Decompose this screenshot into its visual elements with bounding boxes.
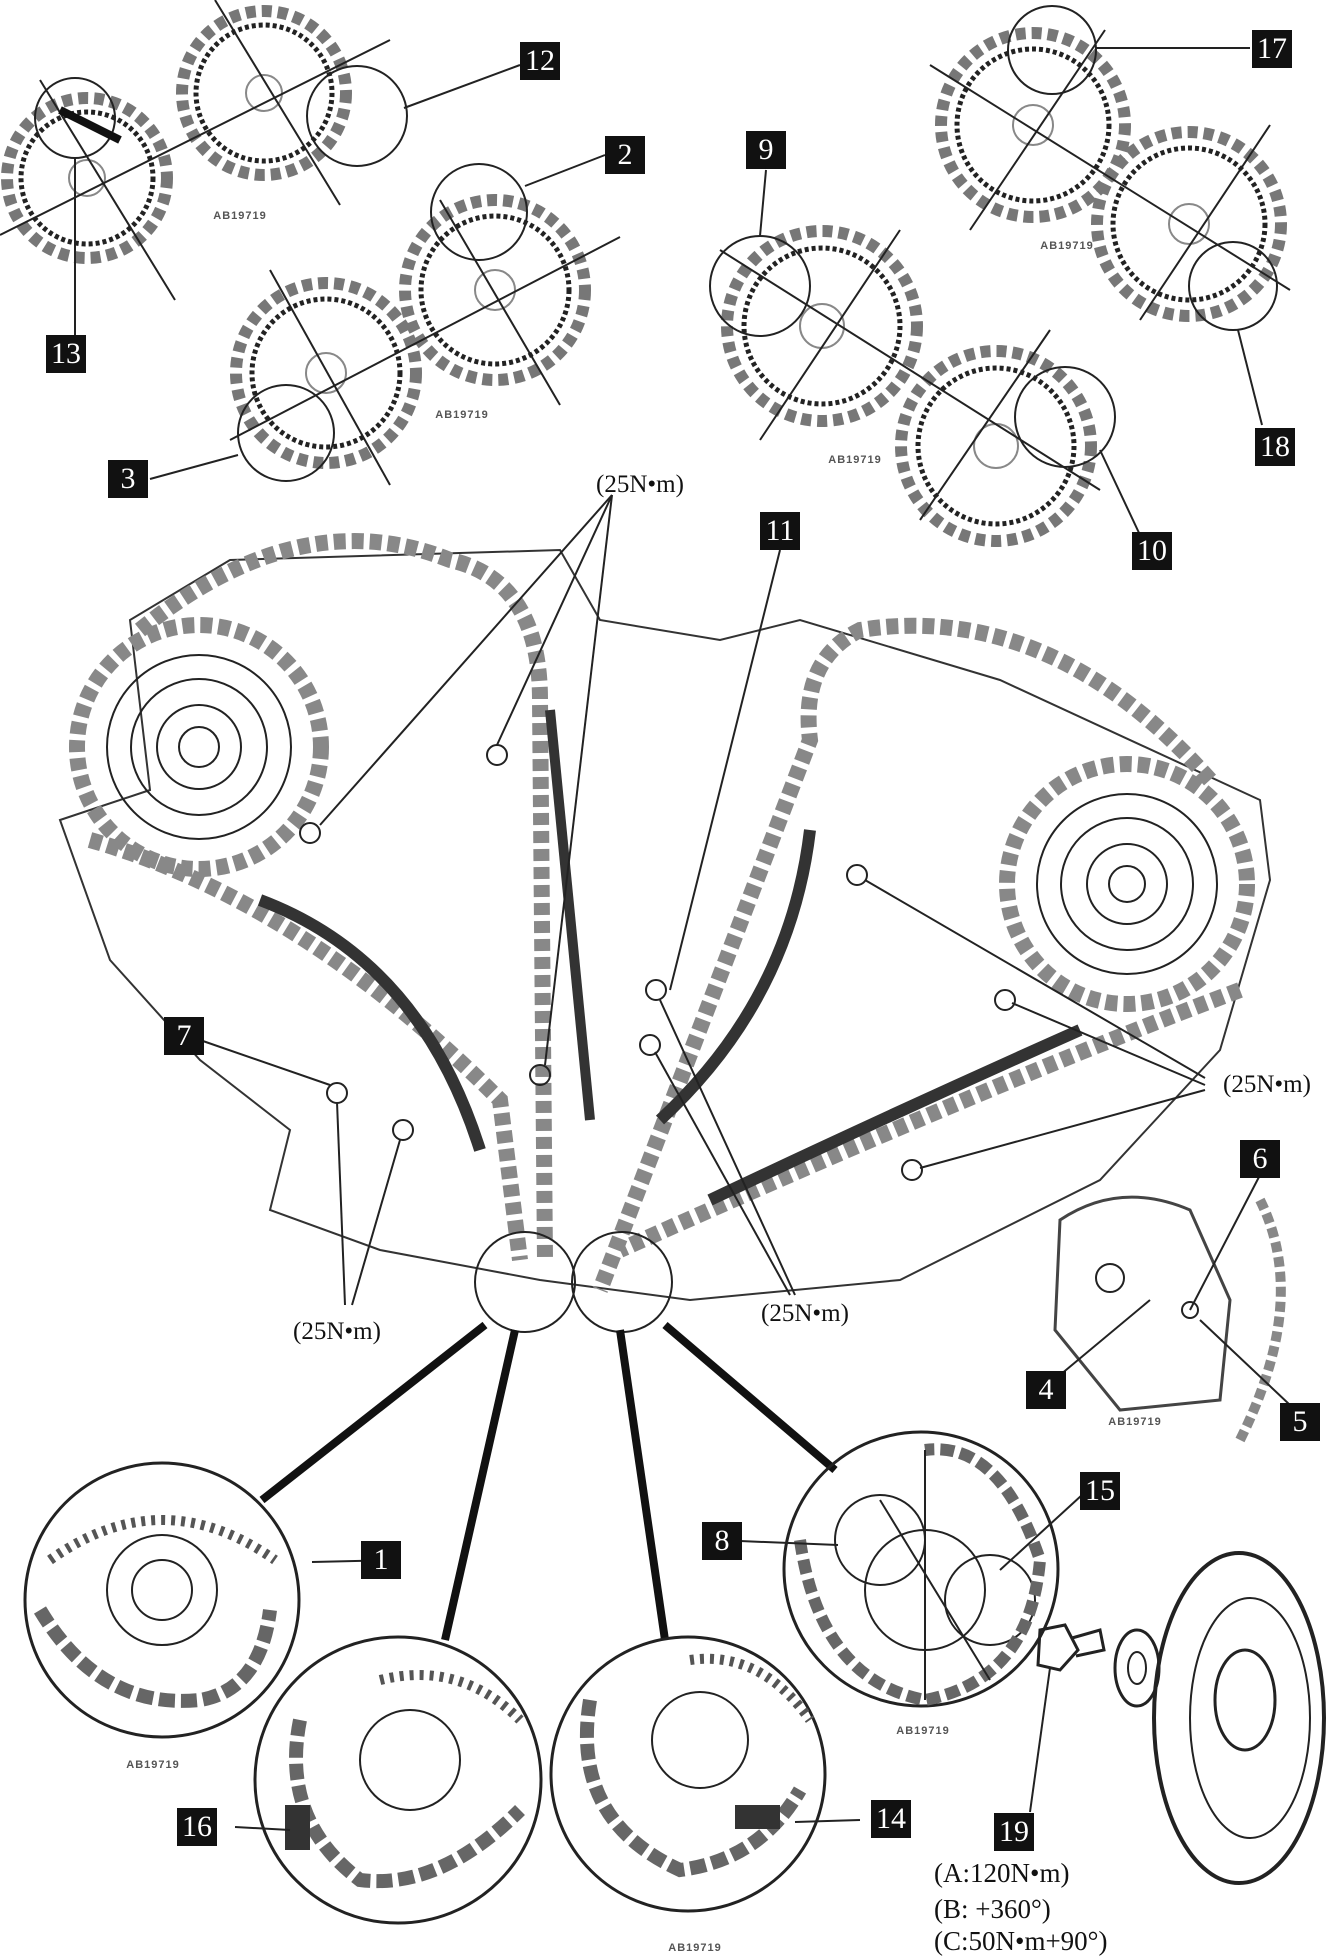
figure-code: AB19719: [896, 1725, 950, 1737]
figure-code: AB19719: [126, 1759, 180, 1771]
torque-label-cam-guides: (25N•m): [596, 471, 684, 498]
torque-label-left-tensioner: (25N•m): [293, 1318, 381, 1345]
tensioner-inset: [1053, 1174, 1291, 1443]
callout-1: 1: [361, 1541, 401, 1579]
torque-label-center-tensioner: (25N•m): [761, 1300, 849, 1327]
callout-19: 19: [994, 1813, 1034, 1851]
figure-code: AB19719: [1040, 240, 1094, 252]
inset-cam-sprockets-12-13: [0, 0, 521, 336]
inset-cam-sprockets-2-3: [149, 154, 621, 486]
figure-code: AB19719: [1108, 1416, 1162, 1428]
callout-7: 7: [164, 1017, 204, 1055]
callout-9: 9: [746, 131, 786, 169]
callout-11: 11: [760, 512, 800, 550]
detail-circles: [23, 1430, 1083, 1925]
callout-6: 6: [1240, 1140, 1280, 1178]
figure-code: AB19719: [668, 1942, 722, 1954]
callout-2: 2: [605, 136, 645, 174]
bolt-spec-a: (A:120N•m): [934, 1858, 1070, 1888]
figure-code: AB19719: [213, 210, 267, 222]
figure-code: AB19719: [435, 409, 489, 421]
callout-16: 16: [177, 1808, 217, 1846]
inset-cam-sprockets-17-18: [929, 5, 1291, 426]
figure-code: AB19719: [828, 454, 882, 466]
callout-18: 18: [1255, 428, 1295, 466]
callout-13: 13: [46, 335, 86, 373]
detail-leaders: [259, 1321, 838, 1641]
callout-10: 10: [1132, 532, 1172, 570]
callout-4: 4: [1026, 1371, 1066, 1409]
bolt-spec-b: (B: +360°): [934, 1894, 1051, 1924]
callout-3: 3: [108, 460, 148, 498]
inset-cam-sprockets-9-10: [709, 169, 1141, 547]
callout-14: 14: [871, 1800, 911, 1838]
engine-front-timing-drive: [58, 494, 1272, 1333]
callout-12: 12: [520, 42, 560, 80]
callout-5: 5: [1280, 1403, 1320, 1441]
bolt-spec-c: (C:50N•m+90°): [934, 1926, 1108, 1956]
callout-17: 17: [1252, 30, 1292, 68]
callout-8: 8: [702, 1522, 742, 1560]
callout-15: 15: [1080, 1472, 1120, 1510]
crank-pulley-assembly: [1029, 1551, 1326, 1885]
torque-label-right-guides: (25N•m): [1223, 1071, 1311, 1098]
